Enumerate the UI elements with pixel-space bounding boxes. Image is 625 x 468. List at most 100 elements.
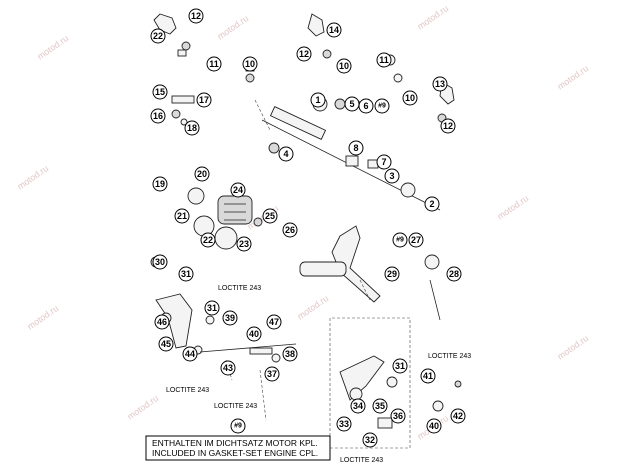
- svg-text:37: 37: [267, 369, 277, 379]
- washer-part: [432, 400, 444, 412]
- svg-text:34: 34: [353, 401, 363, 411]
- roller-part: [393, 73, 403, 83]
- svg-text:8: 8: [353, 143, 358, 153]
- callout-18: 18: [184, 120, 200, 136]
- callout-12: 12: [188, 8, 204, 24]
- shift-rod: [199, 343, 297, 353]
- callout-7: 7: [376, 154, 392, 170]
- svg-text:10: 10: [405, 93, 415, 103]
- svg-text:12: 12: [191, 11, 201, 21]
- drum-gear-part: [193, 215, 215, 237]
- callout-31: 31: [178, 266, 194, 282]
- watermark: motod.ru: [555, 63, 590, 92]
- svg-text:25: 25: [265, 211, 275, 221]
- callout-30: 30: [152, 254, 168, 270]
- callout-26: 26: [282, 222, 298, 238]
- svg-text:32: 32: [365, 435, 375, 445]
- spacer-part: [377, 417, 393, 429]
- callout-38: 38: [282, 346, 298, 362]
- sub-assembly-frame: [329, 317, 411, 449]
- nut-part: [454, 380, 462, 388]
- callout-11: 11: [206, 56, 222, 72]
- callout-5: 5: [344, 96, 360, 112]
- shift-rail-part: [171, 95, 195, 104]
- svg-text:43: 43: [223, 363, 233, 373]
- callout-40: 40: [246, 326, 262, 342]
- bearing-ring-part: [214, 226, 238, 250]
- svg-text:31: 31: [181, 269, 191, 279]
- svg-text:26: 26: [285, 225, 295, 235]
- watermark: motod.ru: [555, 333, 590, 362]
- svg-text:4: 4: [283, 149, 288, 159]
- svg-text:45: 45: [161, 339, 171, 349]
- svg-text:44: 44: [185, 349, 195, 359]
- svg-text:40: 40: [249, 329, 259, 339]
- callout-3: 3: [384, 168, 400, 184]
- watermark: motod.ru: [125, 393, 160, 422]
- callout-47: 47: [266, 314, 282, 330]
- svg-text:2: 2: [429, 199, 434, 209]
- callout-40: 40: [426, 418, 442, 434]
- svg-text:6: 6: [363, 101, 368, 111]
- callout-hash-9: #9: [392, 232, 408, 248]
- svg-text:18: 18: [187, 123, 197, 133]
- watermark: motod.ru: [415, 3, 450, 32]
- svg-text:5: 5: [349, 99, 354, 109]
- svg-text:#9: #9: [234, 423, 242, 430]
- callout-31: 31: [204, 300, 220, 316]
- shift-drum-grooves: [224, 203, 246, 221]
- part-drawings: [150, 13, 462, 449]
- svg-text:15: 15: [155, 87, 165, 97]
- shift-shaft: [269, 106, 327, 140]
- callout-10: 10: [336, 58, 352, 74]
- washer-part: [334, 98, 346, 110]
- callout-8: 8: [348, 140, 364, 156]
- watermark: motod.ru: [15, 163, 50, 192]
- svg-text:35: 35: [375, 401, 385, 411]
- loctite-label: LOCTITE 243: [340, 457, 383, 464]
- callout-21: 21: [174, 208, 190, 224]
- callout-15: 15: [152, 84, 168, 100]
- svg-text:16: 16: [153, 111, 163, 121]
- callout-20: 20: [194, 166, 210, 182]
- svg-text:23: 23: [239, 239, 249, 249]
- svg-text:31: 31: [207, 303, 217, 313]
- washer-part: [180, 118, 188, 126]
- watermark: motod.ru: [295, 293, 330, 322]
- svg-text:47: 47: [269, 317, 279, 327]
- svg-text:28: 28: [449, 269, 459, 279]
- shift-rod-link: [249, 347, 273, 355]
- callout-46: 46: [154, 314, 170, 330]
- svg-text:36: 36: [393, 411, 403, 421]
- callout-23: 23: [236, 236, 252, 252]
- svg-text:29: 29: [387, 269, 397, 279]
- svg-text:14: 14: [329, 25, 339, 35]
- callout-10: 10: [242, 56, 258, 72]
- callout-19: 19: [152, 176, 168, 192]
- svg-text:38: 38: [285, 349, 295, 359]
- svg-text:10: 10: [339, 61, 349, 71]
- spring-part: [171, 109, 181, 119]
- svg-text:39: 39: [225, 313, 235, 323]
- watermark-layer: motod.ru motod.ru motod.ru motod.ru moto…: [15, 3, 590, 442]
- bolt-part: [253, 217, 263, 227]
- bearing-part: [400, 182, 416, 198]
- drum-cam-part: [187, 187, 205, 205]
- svg-text:24: 24: [233, 185, 243, 195]
- gear-lever-right: [339, 355, 385, 401]
- note-line-english: INCLUDED IN GASKET-SET ENGINE CPL.: [152, 448, 318, 458]
- callout-43: 43: [220, 360, 236, 376]
- svg-text:42: 42: [453, 411, 463, 421]
- svg-text:7: 7: [381, 157, 386, 167]
- callout-hash-9: #9: [230, 418, 246, 434]
- svg-text:10: 10: [245, 59, 255, 69]
- svg-text:17: 17: [199, 95, 209, 105]
- callout-13: 13: [432, 76, 448, 92]
- svg-text:40: 40: [429, 421, 439, 431]
- callout-39: 39: [222, 310, 238, 326]
- callout-1: 1: [310, 92, 326, 108]
- svg-text:46: 46: [157, 317, 167, 327]
- callout-33: 33: [336, 416, 352, 432]
- svg-text:#9: #9: [396, 237, 404, 244]
